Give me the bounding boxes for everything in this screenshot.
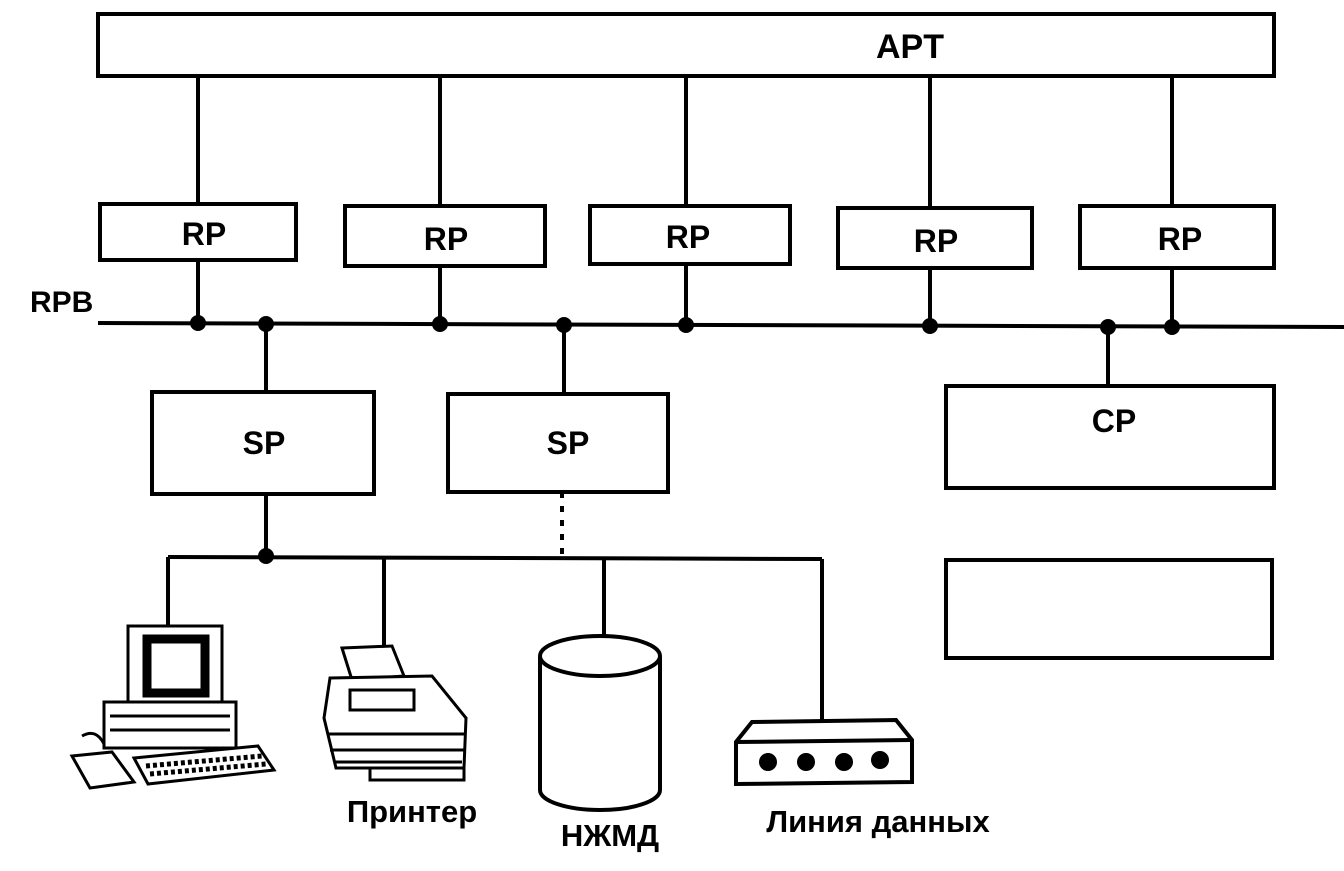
cp-node: CP [944, 384, 1276, 490]
rpb-junction [922, 318, 938, 334]
rpb-junction [678, 317, 694, 333]
apt-bus: APT [96, 12, 1276, 78]
data-line-label: Линия данных [766, 804, 990, 839]
modem-icon [734, 717, 914, 787]
rpb-to-sp-wires [264, 324, 1110, 394]
rp-label-3: RP [666, 219, 710, 255]
printer-icon [322, 644, 468, 782]
printer-label: Принтер [347, 794, 477, 829]
sp-label-2: SP [547, 425, 590, 461]
rp-label-5: RP [1158, 221, 1202, 257]
sp-node-1: SP [150, 390, 376, 496]
rp-label-4: RP [914, 223, 958, 259]
sp-node-2: SP [446, 392, 670, 494]
peripheral-line [167, 555, 823, 561]
rp-label-2: RP [424, 221, 468, 257]
rp-node-1: RP [98, 202, 298, 262]
rpb-label: RPB [30, 286, 93, 319]
rp-row: RP RP RP RP RP [98, 202, 1276, 270]
sp-label-1: SP [243, 425, 286, 461]
apt-to-rp-wires [196, 76, 1174, 208]
rp-to-rpb-wires [196, 260, 1174, 327]
rp-node-3: RP [588, 204, 792, 266]
rp-label-1: RP [182, 216, 226, 252]
rp-node-4: RP [836, 206, 1034, 270]
disk-label: НЖМД [561, 818, 659, 853]
apt-label: APT [876, 28, 944, 66]
rpb-junction [190, 315, 206, 331]
computer-icon [69, 624, 277, 790]
rpb-line [97, 321, 1344, 329]
peripheral-bus [166, 492, 824, 724]
disk-icon [538, 634, 662, 812]
rp-node-2: RP [343, 204, 547, 268]
cp-label: CP [1092, 403, 1136, 439]
rpb-junction [432, 316, 448, 332]
apt-box [96, 12, 1276, 78]
unlabeled-box [944, 558, 1274, 660]
rpb-junction [1164, 319, 1180, 335]
rp-node-5: RP [1078, 204, 1276, 270]
